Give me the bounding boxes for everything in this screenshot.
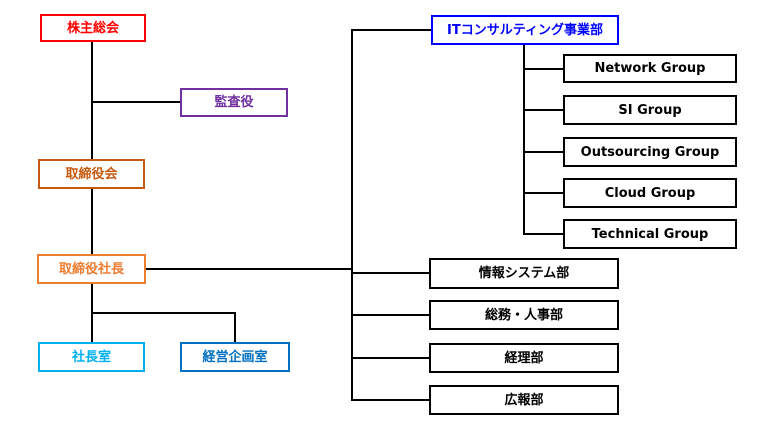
node-pr-dept: 広報部 xyxy=(429,385,619,415)
connector-group-branch-2 xyxy=(523,109,563,111)
connector-group-branch-4 xyxy=(523,192,563,194)
node-president: 取締役社長 xyxy=(37,254,146,284)
connector-president-trunk xyxy=(146,268,353,270)
connector-auditor-branch xyxy=(91,101,180,103)
connector-dept-branch-1 xyxy=(351,272,429,274)
connector-group-branch-1 xyxy=(523,68,563,70)
node-network-group: Network Group xyxy=(563,54,737,83)
node-cloud-group: Cloud Group xyxy=(563,178,737,208)
node-info-systems-dept: 情報システム部 xyxy=(429,258,619,289)
node-general-affairs-hr-dept: 総務・人事部 xyxy=(429,300,619,330)
node-shareholders-meeting: 株主総会 xyxy=(40,14,146,42)
connector-dept-branch-2 xyxy=(351,314,429,316)
connector-planning-horizontal xyxy=(91,312,236,314)
connector-shareholders-board xyxy=(91,42,93,159)
node-corporate-planning-office: 経営企画室 xyxy=(180,342,290,372)
connector-board-president xyxy=(91,189,93,254)
node-outsourcing-group: Outsourcing Group xyxy=(563,137,737,167)
connector-planning-vertical xyxy=(234,312,236,342)
connector-it-branch xyxy=(351,29,431,31)
connector-group-branch-3 xyxy=(523,151,563,153)
connector-group-branch-5 xyxy=(523,233,563,235)
node-si-group: SI Group xyxy=(563,95,737,125)
node-technical-group: Technical Group xyxy=(563,219,737,249)
connector-dept-branch-3 xyxy=(351,357,429,359)
node-auditor: 監査役 xyxy=(180,88,288,117)
connector-main-trunk xyxy=(351,29,353,401)
connector-it-subtrunk xyxy=(523,45,525,234)
node-it-consulting-division: ITコンサルティング事業部 xyxy=(431,15,619,45)
node-accounting-dept: 経理部 xyxy=(429,343,619,373)
connector-dept-branch-4 xyxy=(351,399,429,401)
node-board-of-directors: 取締役会 xyxy=(38,159,145,189)
node-presidents-office: 社長室 xyxy=(38,342,145,372)
